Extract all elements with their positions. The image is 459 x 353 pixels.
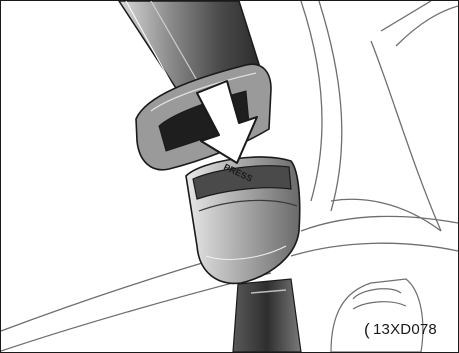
code-paren: (	[364, 320, 370, 340]
buckle-stalk	[233, 279, 301, 352]
seat-cushion	[331, 279, 423, 352]
figure-code-label: 13XD078	[373, 321, 437, 338]
latch-plate	[136, 64, 271, 170]
